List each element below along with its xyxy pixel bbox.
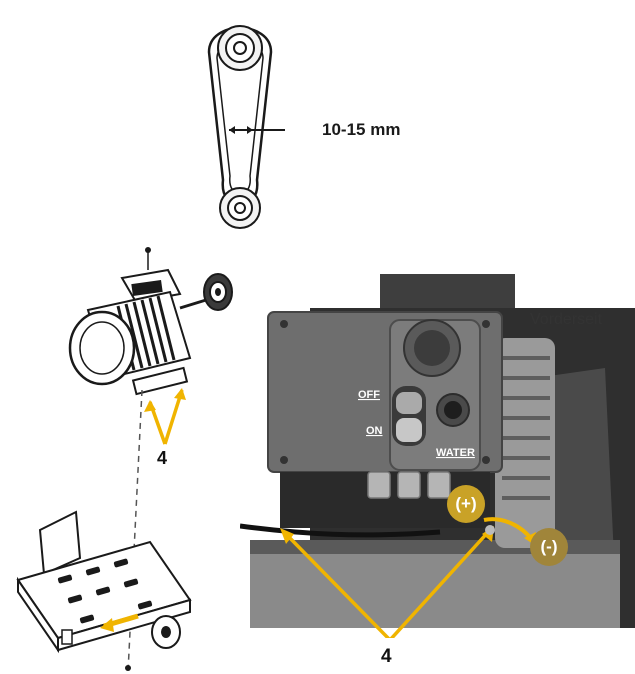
mount-number-photo: 4	[381, 646, 392, 667]
front-side-label: Vorderseit	[530, 311, 603, 328]
belt-tension-label: 10-15 mm	[322, 120, 401, 139]
motor-photo: OFF ON WATER	[240, 268, 635, 638]
mount-arrows-photo-icon	[282, 528, 492, 638]
mount-number-left: 4	[157, 448, 168, 468]
belt-diagram	[207, 25, 285, 229]
motor-exploded-diagram	[16, 247, 233, 673]
cable-glands	[367, 471, 451, 499]
water-button-icon	[436, 393, 470, 427]
motor-fins	[495, 338, 555, 548]
motor-icon	[68, 268, 207, 396]
bottom-pulley-icon	[219, 187, 261, 229]
adjust-plus-badge: (+)	[447, 485, 485, 523]
switch-off-label: OFF	[358, 389, 380, 401]
deflection-arrows-icon	[229, 126, 285, 134]
base-pulley-icon	[151, 615, 181, 649]
switch-on-label: ON	[366, 425, 383, 437]
motor-pulley-icon	[203, 273, 233, 311]
water-label: WATER	[436, 447, 475, 459]
emergency-stop-icon	[403, 319, 461, 377]
top-pulley-icon	[217, 25, 263, 71]
on-off-switch	[392, 386, 426, 446]
adjust-minus-badge: (-)	[530, 528, 568, 566]
